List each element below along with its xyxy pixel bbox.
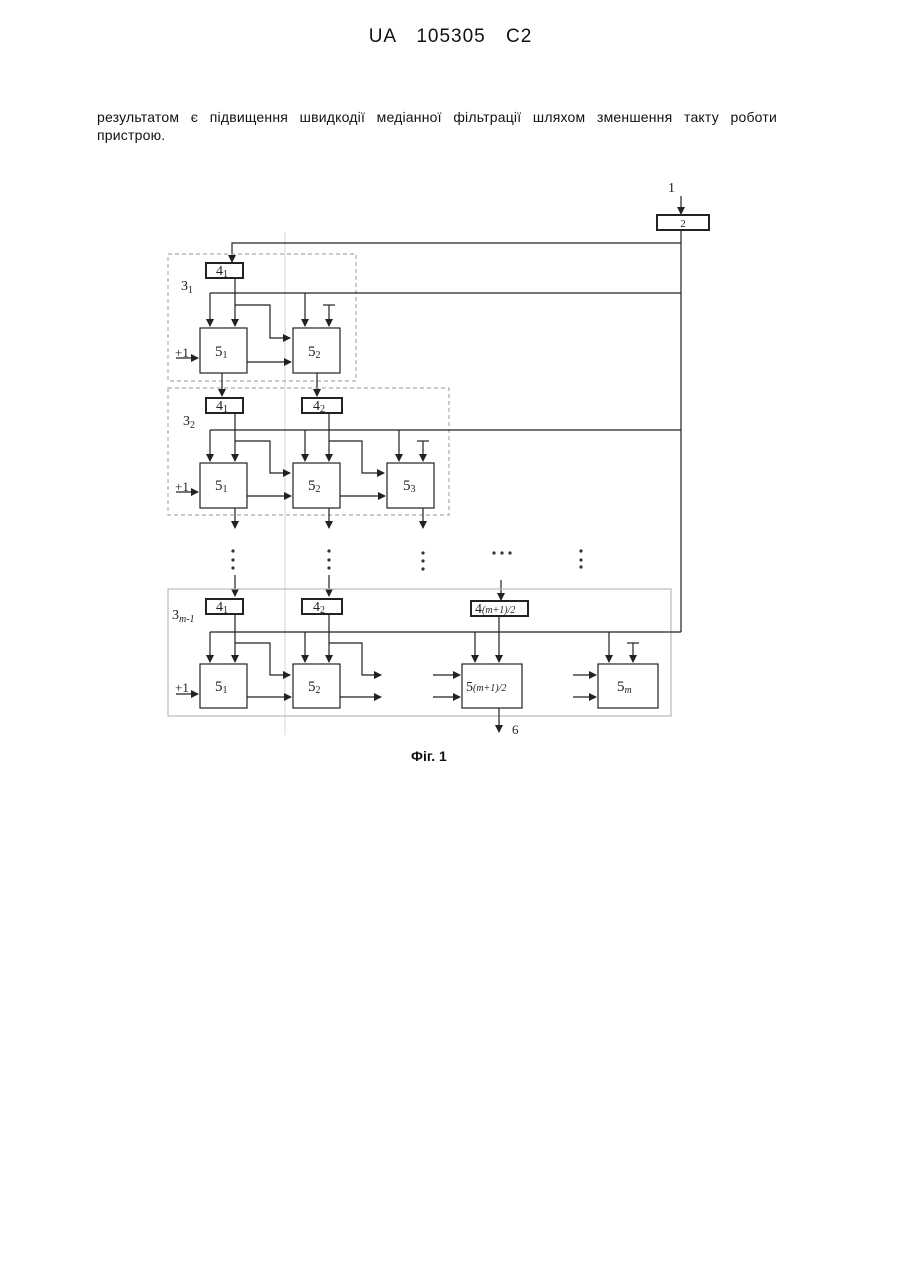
- input-label: 1: [668, 181, 675, 196]
- plus-one-label-g2: +1: [175, 479, 189, 494]
- register-label-4-mid-gm: 4(m+1)/2: [475, 602, 515, 617]
- block-2-label: 2: [680, 218, 686, 230]
- continuation-dots: [231, 549, 582, 570]
- group-label-3-2: 32: [183, 414, 195, 431]
- cell-label-5-mid-gm: 5(m+1)/2: [466, 680, 506, 695]
- plus-one-label-g1: +1: [175, 345, 189, 360]
- group-label-3-1: 31: [181, 279, 193, 296]
- plus-one-label-gm: +1: [175, 680, 189, 695]
- feed-line-1: [232, 243, 681, 262]
- output-label: 6: [512, 722, 519, 737]
- group-label-3-m-1: 3m-1: [172, 608, 195, 625]
- figure-caption: Фіг. 1: [411, 748, 447, 764]
